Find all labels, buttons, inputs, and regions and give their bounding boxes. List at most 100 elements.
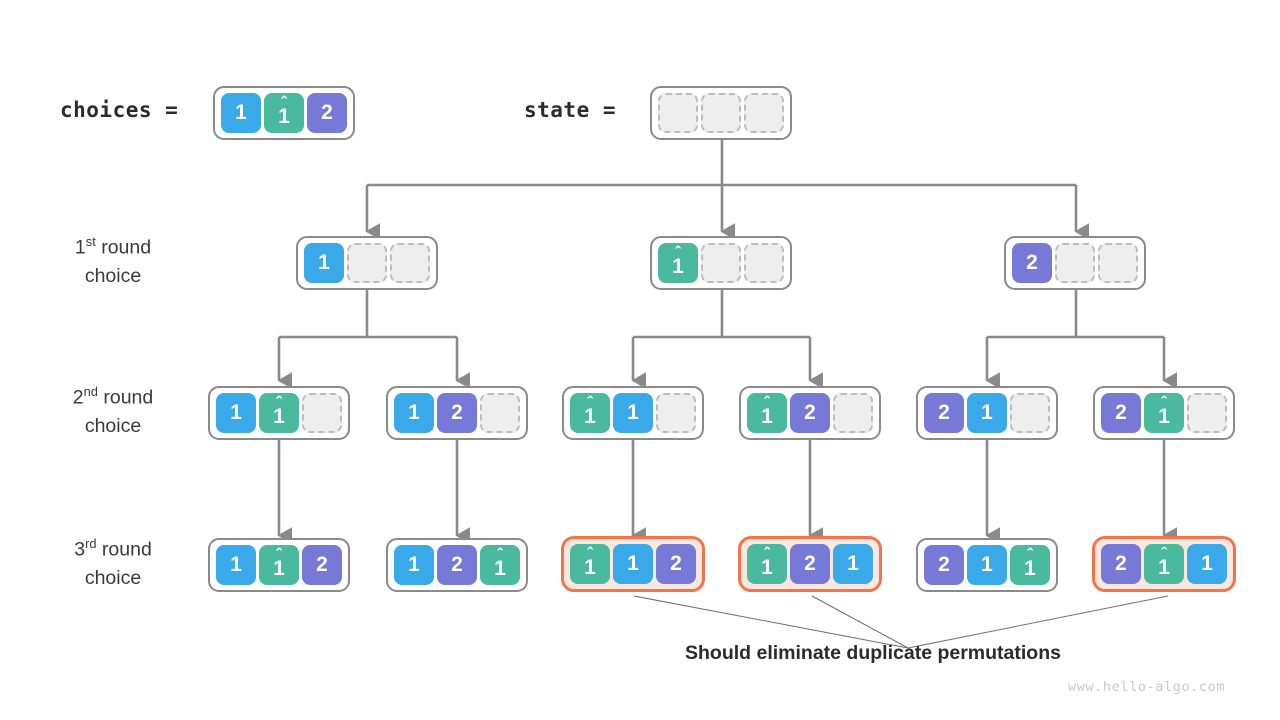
row-label-line-1: 1st round: [74, 234, 152, 259]
circumflex-icon: ˆ: [281, 93, 287, 112]
state-node: 2: [1004, 236, 1146, 290]
slot-empty: [302, 393, 342, 433]
slot-empty: [656, 393, 696, 433]
slot-value-text: 1: [1024, 556, 1036, 580]
slot-empty: [744, 93, 784, 133]
slot-value-1: 1: [967, 393, 1007, 433]
slot-value-text: 1: [273, 404, 285, 428]
slot-empty: [390, 243, 430, 283]
watermark: www.hello-algo.com: [1068, 679, 1226, 695]
slot-value-1: 1: [833, 544, 873, 584]
slot-empty: [480, 393, 520, 433]
slot-value-text: 1: [761, 555, 773, 579]
slot-empty: [658, 93, 698, 133]
slot-empty: [701, 93, 741, 133]
slot-value-1: 1: [216, 545, 256, 585]
slot-empty: [833, 393, 873, 433]
slot-value-text: 1: [1158, 404, 1170, 428]
slot-value-text: 1: [1158, 555, 1170, 579]
slot-value-text: 1: [584, 555, 596, 579]
slot-value-text: 1: [761, 404, 773, 428]
slot-value-1: 1: [613, 544, 653, 584]
slot-empty: [744, 243, 784, 283]
slot-value-2: 2: [1101, 544, 1141, 584]
callout-leaders: [633, 595, 1169, 649]
slot-value-text: 1: [672, 254, 684, 278]
slot-empty: [1010, 393, 1050, 433]
circumflex-icon: ˆ: [764, 393, 770, 412]
slot-empty: [347, 243, 387, 283]
circumflex-icon: ˆ: [1027, 545, 1033, 564]
circumflex-icon: ˆ: [276, 545, 282, 564]
circumflex-icon: ˆ: [587, 544, 593, 563]
slot-value-1: 1: [1187, 544, 1227, 584]
slot-value-text: 1: [278, 104, 290, 128]
slot-value-2: 2: [924, 393, 964, 433]
slot-empty: [701, 243, 741, 283]
slot-value-text: 1: [494, 556, 506, 580]
slot-value-2: 2: [437, 393, 477, 433]
slot-value-2: 2: [437, 545, 477, 585]
slot-value-1: 1: [394, 393, 434, 433]
circumflex-icon: ˆ: [764, 544, 770, 563]
slot-value-text: 1: [273, 556, 285, 580]
caption-text: Should eliminate duplicate permutations: [685, 642, 1061, 664]
slot-value-1: 1: [221, 93, 261, 133]
slot-value-2: 2: [790, 393, 830, 433]
state-node: 1: [296, 236, 438, 290]
slot-empty: [1055, 243, 1095, 283]
slot-value-1: 1: [613, 393, 653, 433]
circumflex-icon: ˆ: [497, 545, 503, 564]
circumflex-icon: ˆ: [276, 393, 282, 412]
row-label-round-3: 3rd round choice: [28, 535, 198, 592]
row-label-line-1: 2nd round: [72, 384, 154, 409]
slot-value-1: 1: [967, 545, 1007, 585]
circumflex-icon: ˆ: [1161, 393, 1167, 412]
slot-value-2: 2: [656, 544, 696, 584]
slot-empty: [1098, 243, 1138, 283]
row-label-line-2: choice: [84, 264, 142, 287]
state-array: [650, 86, 792, 140]
slot-empty: [1187, 393, 1227, 433]
row-label-line-2: choice: [84, 566, 142, 589]
circumflex-icon: ˆ: [675, 243, 681, 262]
slot-value-1: 1: [216, 393, 256, 433]
slot-value-2: 2: [302, 545, 342, 585]
circumflex-icon: ˆ: [1161, 544, 1167, 563]
row-label-line-1: 3rd round: [74, 536, 152, 561]
circumflex-icon: ˆ: [587, 393, 593, 412]
state-label: state =: [524, 98, 617, 122]
choices-label: choices =: [60, 98, 179, 122]
slot-value-2: 2: [307, 93, 347, 133]
slot-value-2: 2: [1012, 243, 1052, 283]
row-label-round-1: 1st round choice: [28, 233, 198, 290]
